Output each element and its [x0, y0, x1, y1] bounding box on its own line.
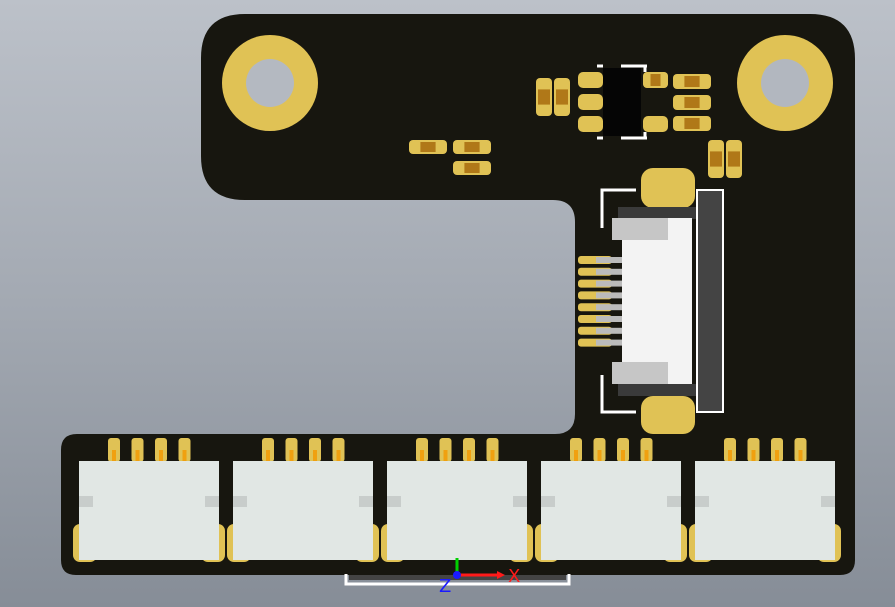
- header-latch: [205, 496, 219, 507]
- fpc-contact: [596, 339, 622, 346]
- passive-body: [464, 142, 480, 152]
- smd-passive: [453, 140, 491, 154]
- header-latch: [821, 496, 835, 507]
- passive-components: [409, 72, 742, 178]
- header-latch: [387, 496, 401, 507]
- passive-body: [710, 151, 722, 167]
- header-body: [233, 461, 373, 560]
- fpc-contact: [596, 257, 622, 263]
- fpc-connector[interactable]: [578, 168, 724, 434]
- smd-passive: [453, 161, 491, 175]
- origin-point: [453, 571, 461, 579]
- header-body: [541, 461, 681, 560]
- fpc-contact: [596, 327, 622, 334]
- header-connector: [381, 438, 533, 562]
- passive-body: [556, 89, 568, 105]
- x-axis-arrow-icon: [497, 571, 505, 579]
- header-latch: [667, 496, 681, 507]
- header-latch: [513, 496, 527, 507]
- passive-body: [684, 76, 700, 87]
- fpc-contact: [596, 268, 622, 275]
- pcb-board[interactable]: [61, 14, 855, 575]
- fpc-contact: [596, 292, 622, 299]
- fpc-contact: [596, 316, 622, 322]
- header-connector: [227, 438, 379, 562]
- smd-passive: [554, 78, 570, 116]
- header-connector: [535, 438, 687, 562]
- z-axis-label: Z: [439, 576, 451, 597]
- header-latch: [359, 496, 373, 507]
- passive-body: [650, 74, 661, 86]
- header-latch: [695, 496, 709, 507]
- passive-body: [728, 151, 740, 167]
- header-latch: [79, 496, 93, 507]
- passive-body: [684, 118, 700, 129]
- header-connectors: [73, 438, 841, 562]
- smd-passive: [673, 95, 711, 110]
- passive-body: [684, 97, 700, 108]
- x-axis-label: X: [508, 566, 520, 587]
- header-body: [387, 461, 527, 560]
- mounting-hole-left: [222, 35, 318, 131]
- passive-body: [420, 142, 436, 152]
- smd-passive: [536, 78, 552, 116]
- mounting-hole-right: [737, 35, 833, 131]
- header-body: [79, 461, 219, 560]
- smd-passive: [708, 140, 724, 178]
- smd-passive: [726, 140, 742, 178]
- header-latch: [233, 496, 247, 507]
- smd-passive: [409, 140, 447, 154]
- header-connector: [73, 438, 225, 562]
- smd-passive: [673, 74, 711, 89]
- header-latch: [541, 496, 555, 507]
- passive-body: [538, 89, 550, 105]
- fpc-contact: [596, 304, 622, 311]
- header-body: [695, 461, 835, 560]
- fpc-contact: [596, 280, 622, 287]
- passive-body: [464, 163, 480, 173]
- smd-passive: [643, 72, 668, 88]
- axis-gizmo: X Z: [439, 558, 520, 597]
- smd-passive: [673, 116, 711, 131]
- header-connector: [689, 438, 841, 562]
